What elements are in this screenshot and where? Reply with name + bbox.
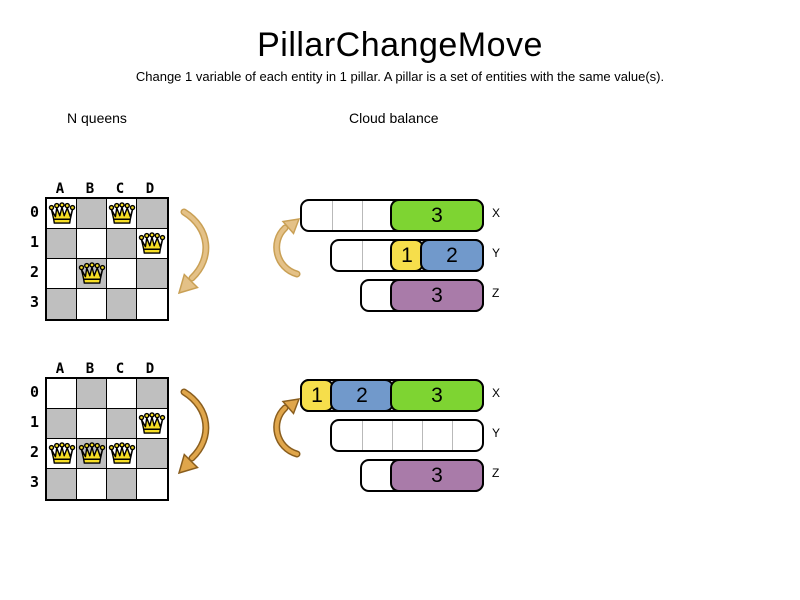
cell-C0 [107, 379, 137, 409]
bar-label-z: Z [492, 466, 500, 480]
cell-A0 [47, 379, 77, 409]
row-label-0: 0 [29, 383, 40, 401]
cell-A0[interactable] [47, 199, 77, 229]
computer-bar-z: 3 [360, 459, 484, 492]
cell-divider [392, 421, 393, 450]
move-up-arrow-after [273, 398, 301, 458]
cell-divider [332, 201, 333, 230]
nqueens-board-before: A B C D 0 1 2 3 [28, 181, 169, 321]
cell-D1[interactable] [137, 229, 167, 259]
process-block-3[interactable]: 3 [390, 199, 484, 232]
column-header-C: C [115, 181, 125, 197]
process-block-2[interactable]: 2 [420, 239, 484, 272]
column-header-D: D [145, 361, 155, 377]
cell-divider [362, 241, 363, 270]
queen-icon [138, 412, 166, 434]
process-block-2[interactable]: 2 [330, 379, 394, 412]
cell-A1 [47, 229, 77, 259]
cell-B0 [77, 199, 107, 229]
queen-icon [48, 442, 75, 464]
queen-icon [138, 232, 166, 254]
process-block-3[interactable]: 3 [390, 459, 484, 492]
row-label-1: 1 [29, 233, 40, 251]
chessboard-grid [45, 377, 169, 501]
bar-label-x: X [492, 206, 501, 220]
cell-D1[interactable] [137, 409, 167, 439]
queen-icon [108, 202, 135, 224]
cell-B1 [77, 409, 107, 439]
bar-label-z: Z [492, 286, 500, 300]
process-block-1[interactable]: 1 [390, 239, 424, 272]
cell-A1 [47, 409, 77, 439]
bar-label-y: Y [492, 426, 501, 440]
queen-icon [78, 262, 105, 284]
cell-A2 [47, 259, 77, 289]
move-up-arrow-before [273, 218, 301, 278]
cell-A2[interactable] [47, 439, 77, 469]
cell-A3 [47, 289, 77, 319]
cloud-section-label: Cloud balance [349, 110, 439, 126]
cell-D0 [137, 199, 167, 229]
cell-B3 [77, 289, 107, 319]
cell-B2[interactable] [77, 259, 107, 289]
cell-B0 [77, 379, 107, 409]
bar-label-y: Y [492, 246, 501, 260]
chessboard-grid [45, 197, 169, 321]
column-header-B: B [85, 181, 95, 197]
computer-bar-z: 3 [360, 279, 484, 312]
process-block-1[interactable]: 1 [300, 379, 334, 412]
nqueens-board-after: A B C D 0 1 2 3 [28, 361, 169, 501]
cell-B3 [77, 469, 107, 499]
cell-C1 [107, 229, 137, 259]
cell-divider [452, 421, 453, 450]
cell-divider [422, 421, 423, 450]
computer-bar-x: 3 [300, 199, 484, 232]
page-subtitle: Change 1 variable of each entity in 1 pi… [135, 69, 665, 84]
cell-divider [362, 201, 363, 230]
cell-D3 [137, 289, 167, 319]
cell-C2 [107, 259, 137, 289]
nqueens-section-label: N queens [67, 110, 127, 126]
column-header-C: C [115, 361, 125, 377]
row-label-2: 2 [29, 263, 40, 281]
cell-C2[interactable] [107, 439, 137, 469]
cell-C3 [107, 289, 137, 319]
row-label-3: 3 [29, 473, 40, 491]
column-header-A: A [55, 361, 65, 377]
column-header-D: D [145, 181, 155, 197]
column-header-B: B [85, 361, 95, 377]
cell-C0[interactable] [107, 199, 137, 229]
cell-C1 [107, 409, 137, 439]
cell-divider [362, 421, 363, 450]
queen-icon [78, 442, 105, 464]
move-down-arrow-after [177, 388, 210, 475]
queen-icon [48, 202, 75, 224]
computer-bar-y [330, 419, 484, 452]
cell-A3 [47, 469, 77, 499]
page-title: PillarChangeMove [257, 26, 543, 64]
cell-B2[interactable] [77, 439, 107, 469]
cell-B1 [77, 229, 107, 259]
process-block-3[interactable]: 3 [390, 379, 484, 412]
column-header-A: A [55, 181, 65, 197]
cell-D2 [137, 259, 167, 289]
cell-D2 [137, 439, 167, 469]
queen-icon [108, 442, 135, 464]
cell-D3 [137, 469, 167, 499]
row-label-0: 0 [29, 203, 40, 221]
row-label-2: 2 [29, 443, 40, 461]
process-block-3[interactable]: 3 [390, 279, 484, 312]
row-label-1: 1 [29, 413, 40, 431]
cell-D0 [137, 379, 167, 409]
bar-label-x: X [492, 386, 501, 400]
cell-C3 [107, 469, 137, 499]
row-label-3: 3 [29, 293, 40, 311]
move-down-arrow-before [177, 208, 210, 295]
